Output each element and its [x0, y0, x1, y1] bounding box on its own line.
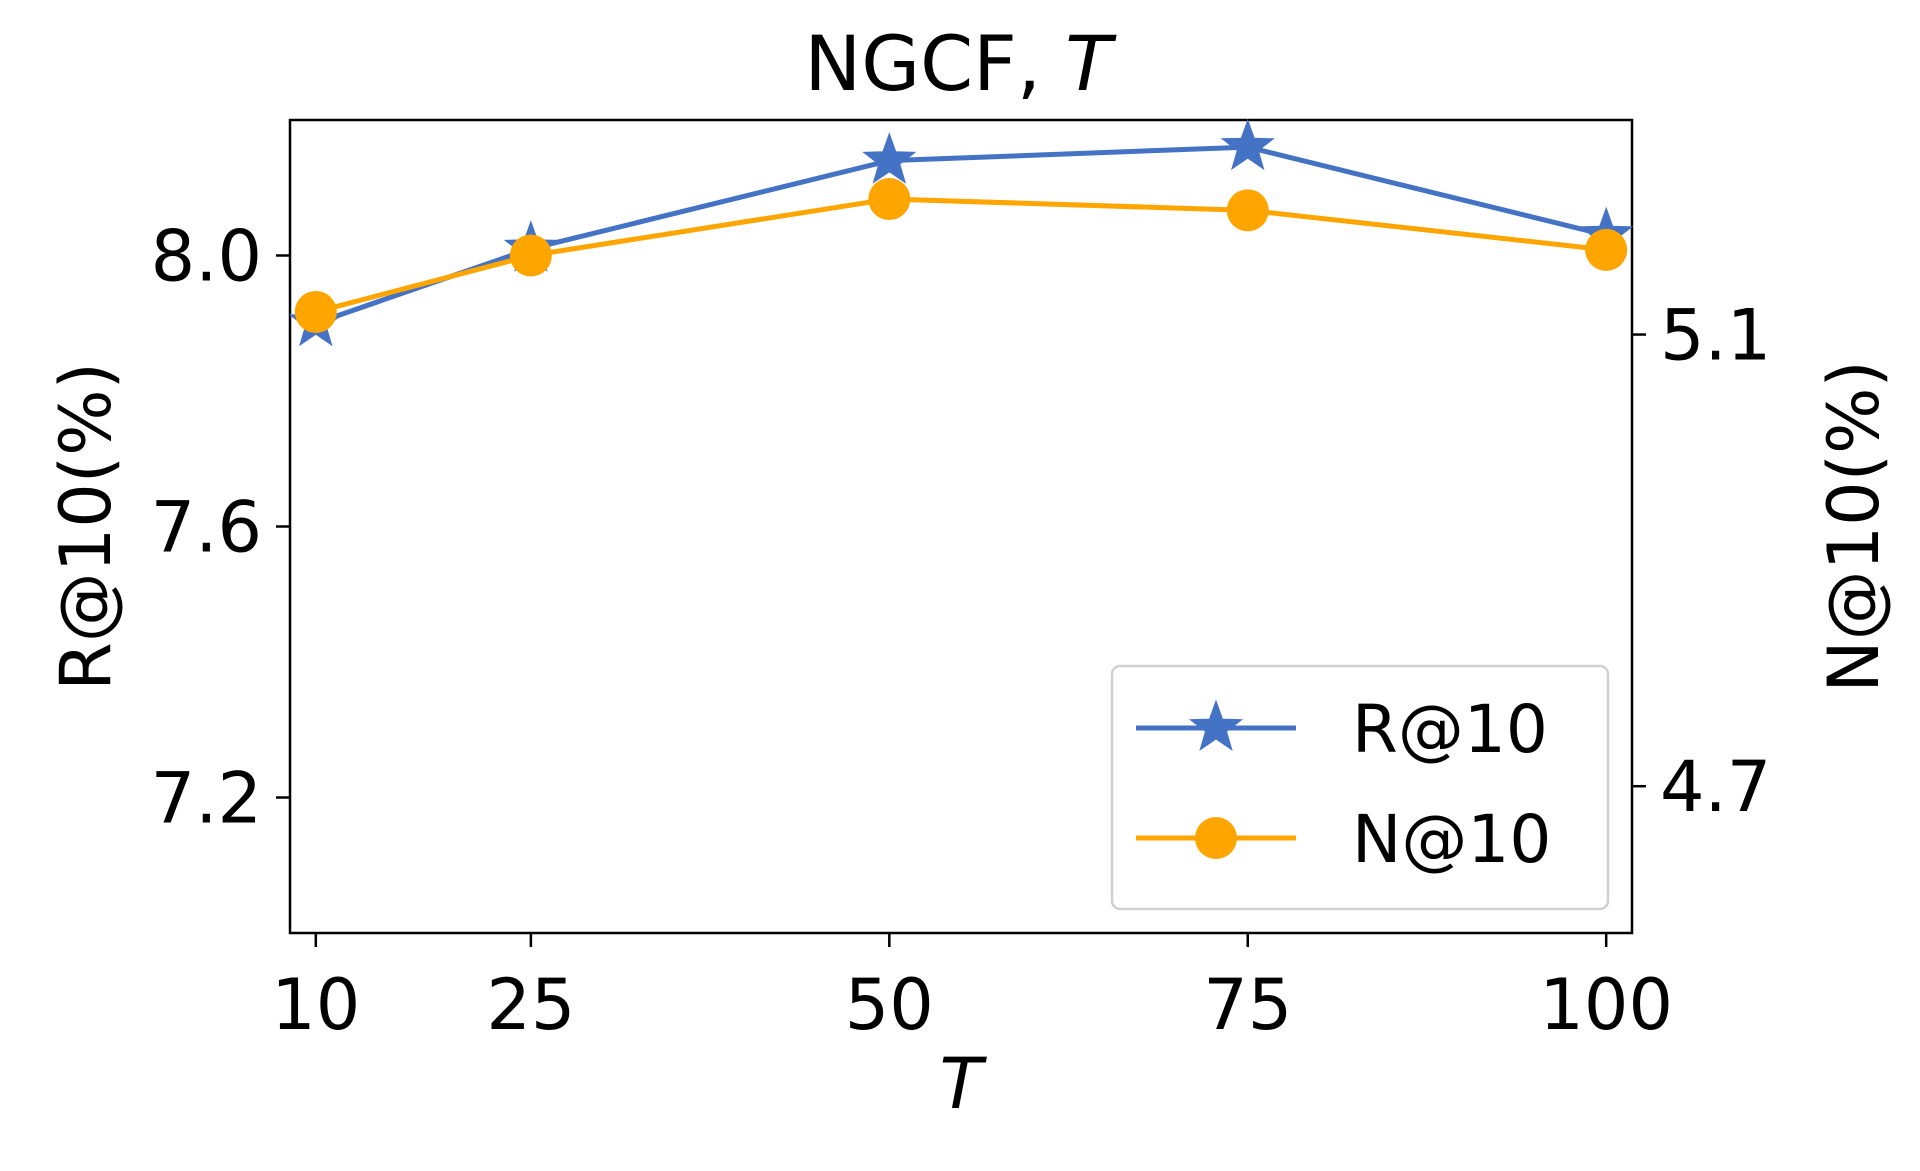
legend-label: R@10 — [1352, 691, 1548, 768]
right-y-axis-label: N@10(%) — [1813, 360, 1895, 693]
series-layer — [288, 118, 1634, 347]
legend-circle-marker — [1195, 817, 1237, 859]
legend-entry: N@10 — [1136, 801, 1551, 878]
left-y-axis-label: R@10(%) — [45, 362, 127, 691]
x-axis-ticks: 10 25 50 75 100 — [271, 933, 1673, 1046]
x-tick-label: 10 — [271, 964, 360, 1046]
left-y-axis-ticks: 7.2 7.6 8.0 — [151, 216, 290, 840]
x-tick-label: 75 — [1203, 964, 1292, 1046]
left-y-tick-label: 7.2 — [151, 758, 262, 840]
x-tick-label: 50 — [845, 964, 934, 1046]
circle-point — [1585, 228, 1628, 271]
chart-title-italic: T — [1065, 19, 1117, 108]
right-y-tick-label: 4.7 — [1660, 746, 1771, 828]
x-tick-label: 100 — [1539, 964, 1673, 1046]
chart-title-text: NGCF, T — [804, 19, 1117, 108]
legend-entry: R@10 — [1136, 691, 1548, 768]
right-y-axis-ticks: 4.7 5.1 — [1632, 295, 1771, 828]
legend-label: N@10 — [1352, 801, 1551, 878]
circle-point — [509, 234, 552, 277]
circle-point — [868, 178, 911, 221]
series-line — [314, 144, 1607, 326]
x-tick-label: 25 — [486, 964, 575, 1046]
circle-point — [294, 290, 337, 333]
chart-title: NGCF, T — [804, 19, 1117, 108]
right-y-tick-label: 5.1 — [1660, 295, 1771, 377]
circle-point — [1226, 189, 1269, 232]
left-y-tick-label: 8.0 — [151, 216, 262, 298]
legend: R@10N@10 — [1110, 664, 1610, 911]
legend-star-marker — [1188, 699, 1244, 752]
series-n-10 — [294, 178, 1628, 333]
chart-title-prefix: NGCF, — [804, 19, 1065, 108]
star-point — [1220, 118, 1275, 171]
left-y-tick-label: 7.6 — [151, 487, 262, 569]
x-axis-label: T — [940, 1043, 988, 1125]
star-point — [862, 132, 917, 184]
